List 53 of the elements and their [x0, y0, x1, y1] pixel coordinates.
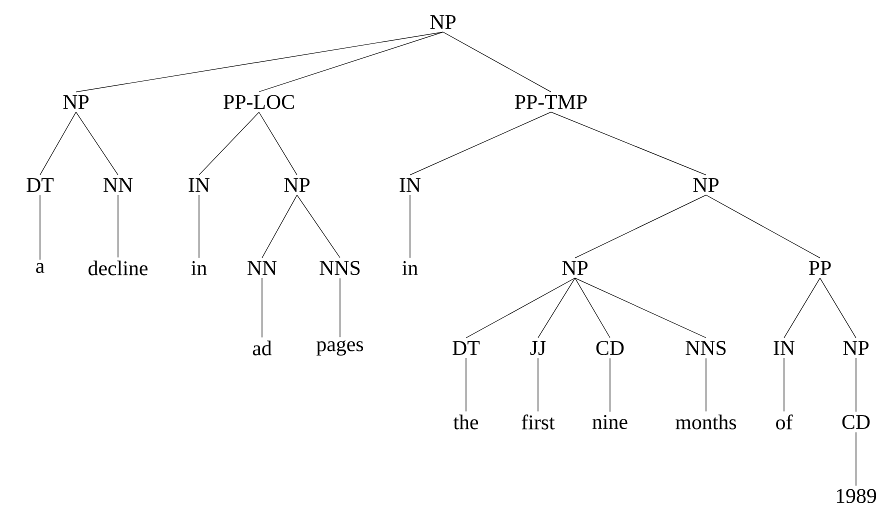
tree-branch — [784, 278, 820, 338]
phrase-label: NP — [430, 15, 456, 29]
word: a — [36, 263, 44, 273]
tree-branch — [820, 278, 856, 338]
phrase-label: PP-TMP — [514, 95, 587, 109]
word: months — [676, 414, 736, 430]
phrase-label: NNS — [686, 340, 726, 356]
tree-branch — [296, 194, 340, 258]
tree-branch — [706, 194, 820, 258]
tree-branch — [198, 194, 200, 258]
phrase-label: DT — [26, 178, 54, 192]
tree-branch — [466, 278, 576, 338]
tree-branch — [76, 112, 118, 176]
word: 1989 — [836, 488, 876, 504]
word: the — [453, 414, 478, 430]
tree-branch — [574, 278, 610, 338]
tree-branch — [262, 194, 298, 258]
tree-branch — [76, 32, 444, 92]
phrase-label: IN — [774, 341, 795, 355]
tree-branch — [574, 194, 706, 258]
word: in — [191, 261, 207, 275]
phrase-label: IN — [188, 178, 210, 192]
phrase-label: NNS — [320, 260, 360, 276]
word: decline — [88, 260, 148, 276]
phrase-label: NP — [63, 95, 89, 109]
phrase-label: IN — [400, 178, 421, 192]
tree-branch — [538, 278, 576, 338]
phrase-label: NP — [693, 178, 719, 192]
tree-branch — [410, 112, 552, 176]
phrase-label: NP — [843, 341, 869, 355]
phrase-label: JJ — [530, 341, 546, 355]
tree-branch — [40, 112, 76, 176]
tree-branch — [198, 112, 260, 176]
tree-branch — [258, 32, 444, 92]
phrase-label: PP — [808, 261, 831, 275]
word: ad — [252, 340, 272, 356]
phrase-label: NN — [104, 178, 133, 192]
word: pages — [316, 340, 364, 356]
word: of — [776, 414, 793, 430]
word: nine — [592, 414, 628, 430]
phrase-label: DT — [452, 341, 480, 355]
word: in — [402, 261, 418, 275]
tree-branch — [574, 278, 706, 338]
phrase-label: NP — [284, 178, 310, 192]
phrase-label: CD — [842, 414, 870, 430]
word: first — [522, 414, 555, 430]
phrase-label: CD — [596, 340, 624, 356]
phrase-label: NN — [248, 261, 277, 275]
phrase-label: NP — [562, 261, 588, 275]
tree-branch — [550, 112, 706, 176]
tree-branch — [258, 112, 298, 176]
phrase-label: PP-LOC — [224, 94, 294, 110]
tree-branch — [442, 32, 552, 92]
